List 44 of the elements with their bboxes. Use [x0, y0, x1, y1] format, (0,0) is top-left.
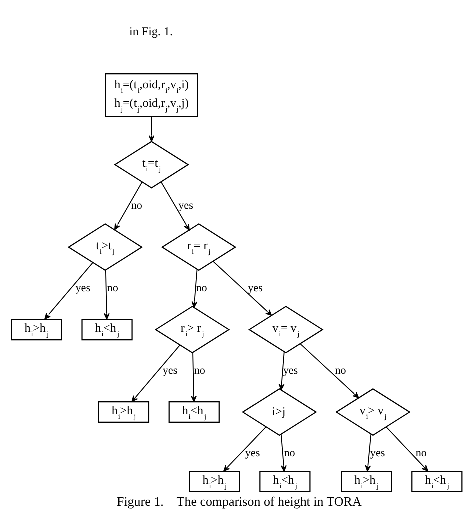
edge-label: no: [131, 199, 142, 212]
node-box: h$_{i}$<h$_{j}$: [260, 470, 311, 492]
arrow: [278, 350, 285, 390]
node-box: h$_{i}$<h$_{j}$: [412, 470, 463, 492]
arrow: [114, 181, 143, 230]
edge-label: yes: [245, 446, 260, 459]
arrow: [280, 434, 287, 472]
arrow: [192, 268, 198, 308]
node-diamond: r$_{i}$> r$_{j}$: [154, 306, 230, 354]
node-box: h$_{i}$>h$_{j}$: [98, 401, 150, 423]
edge-label: no: [335, 364, 346, 376]
arrow: [132, 344, 180, 402]
edge-label: yes: [162, 364, 178, 376]
arrow: [191, 352, 197, 402]
edge-label: no: [416, 446, 427, 459]
edge-label: yes: [76, 282, 91, 294]
edge-label: no: [284, 446, 296, 459]
edge-label: yes: [283, 364, 298, 376]
edge-label: no: [194, 364, 206, 376]
edge-label: no: [196, 282, 208, 294]
edge-label: no: [107, 282, 118, 294]
node-box: h$_{i}$>h$_{j}$: [341, 470, 392, 492]
edge-label: yes: [370, 446, 386, 459]
arrow: [224, 426, 267, 472]
label: in Fig. 1.: [130, 24, 173, 38]
arrow: [44, 262, 94, 320]
node-box: h$_{i}$=(t$_{i}$,oid,r$_{i}$,v$_{i}$,i) h$_{j}$=(t$_{j}$,oid,r$_{j}$,v$_{j}$,j): [105, 73, 198, 117]
arrow: [104, 269, 110, 320]
node-box: h$_{i}$<h$_{j}$: [168, 401, 220, 423]
arrow: [300, 343, 360, 398]
arrow: [365, 433, 372, 472]
node-diamond: v$_{i}$= v$_{j}$: [248, 306, 324, 354]
arrow: [160, 181, 190, 230]
node-box: h$_{i}$>h$_{j}$: [11, 318, 62, 340]
node-diamond: v$_{i}$> v$_{j}$: [336, 388, 411, 436]
node-diamond: t$_{i}$=t$_{j}$: [114, 140, 190, 188]
arrow: [386, 426, 428, 472]
edge-label: yes: [248, 282, 263, 294]
edge-label: yes: [178, 199, 194, 212]
node-box: h$_{i}$<h$_{j}$: [82, 318, 133, 340]
caption: Figure 1. The comparison of height in TORA: [117, 494, 362, 509]
node-diamond: i>j: [242, 388, 318, 436]
node-box: h$_{i}$>h$_{j}$: [189, 470, 240, 492]
arrow: [212, 260, 272, 316]
